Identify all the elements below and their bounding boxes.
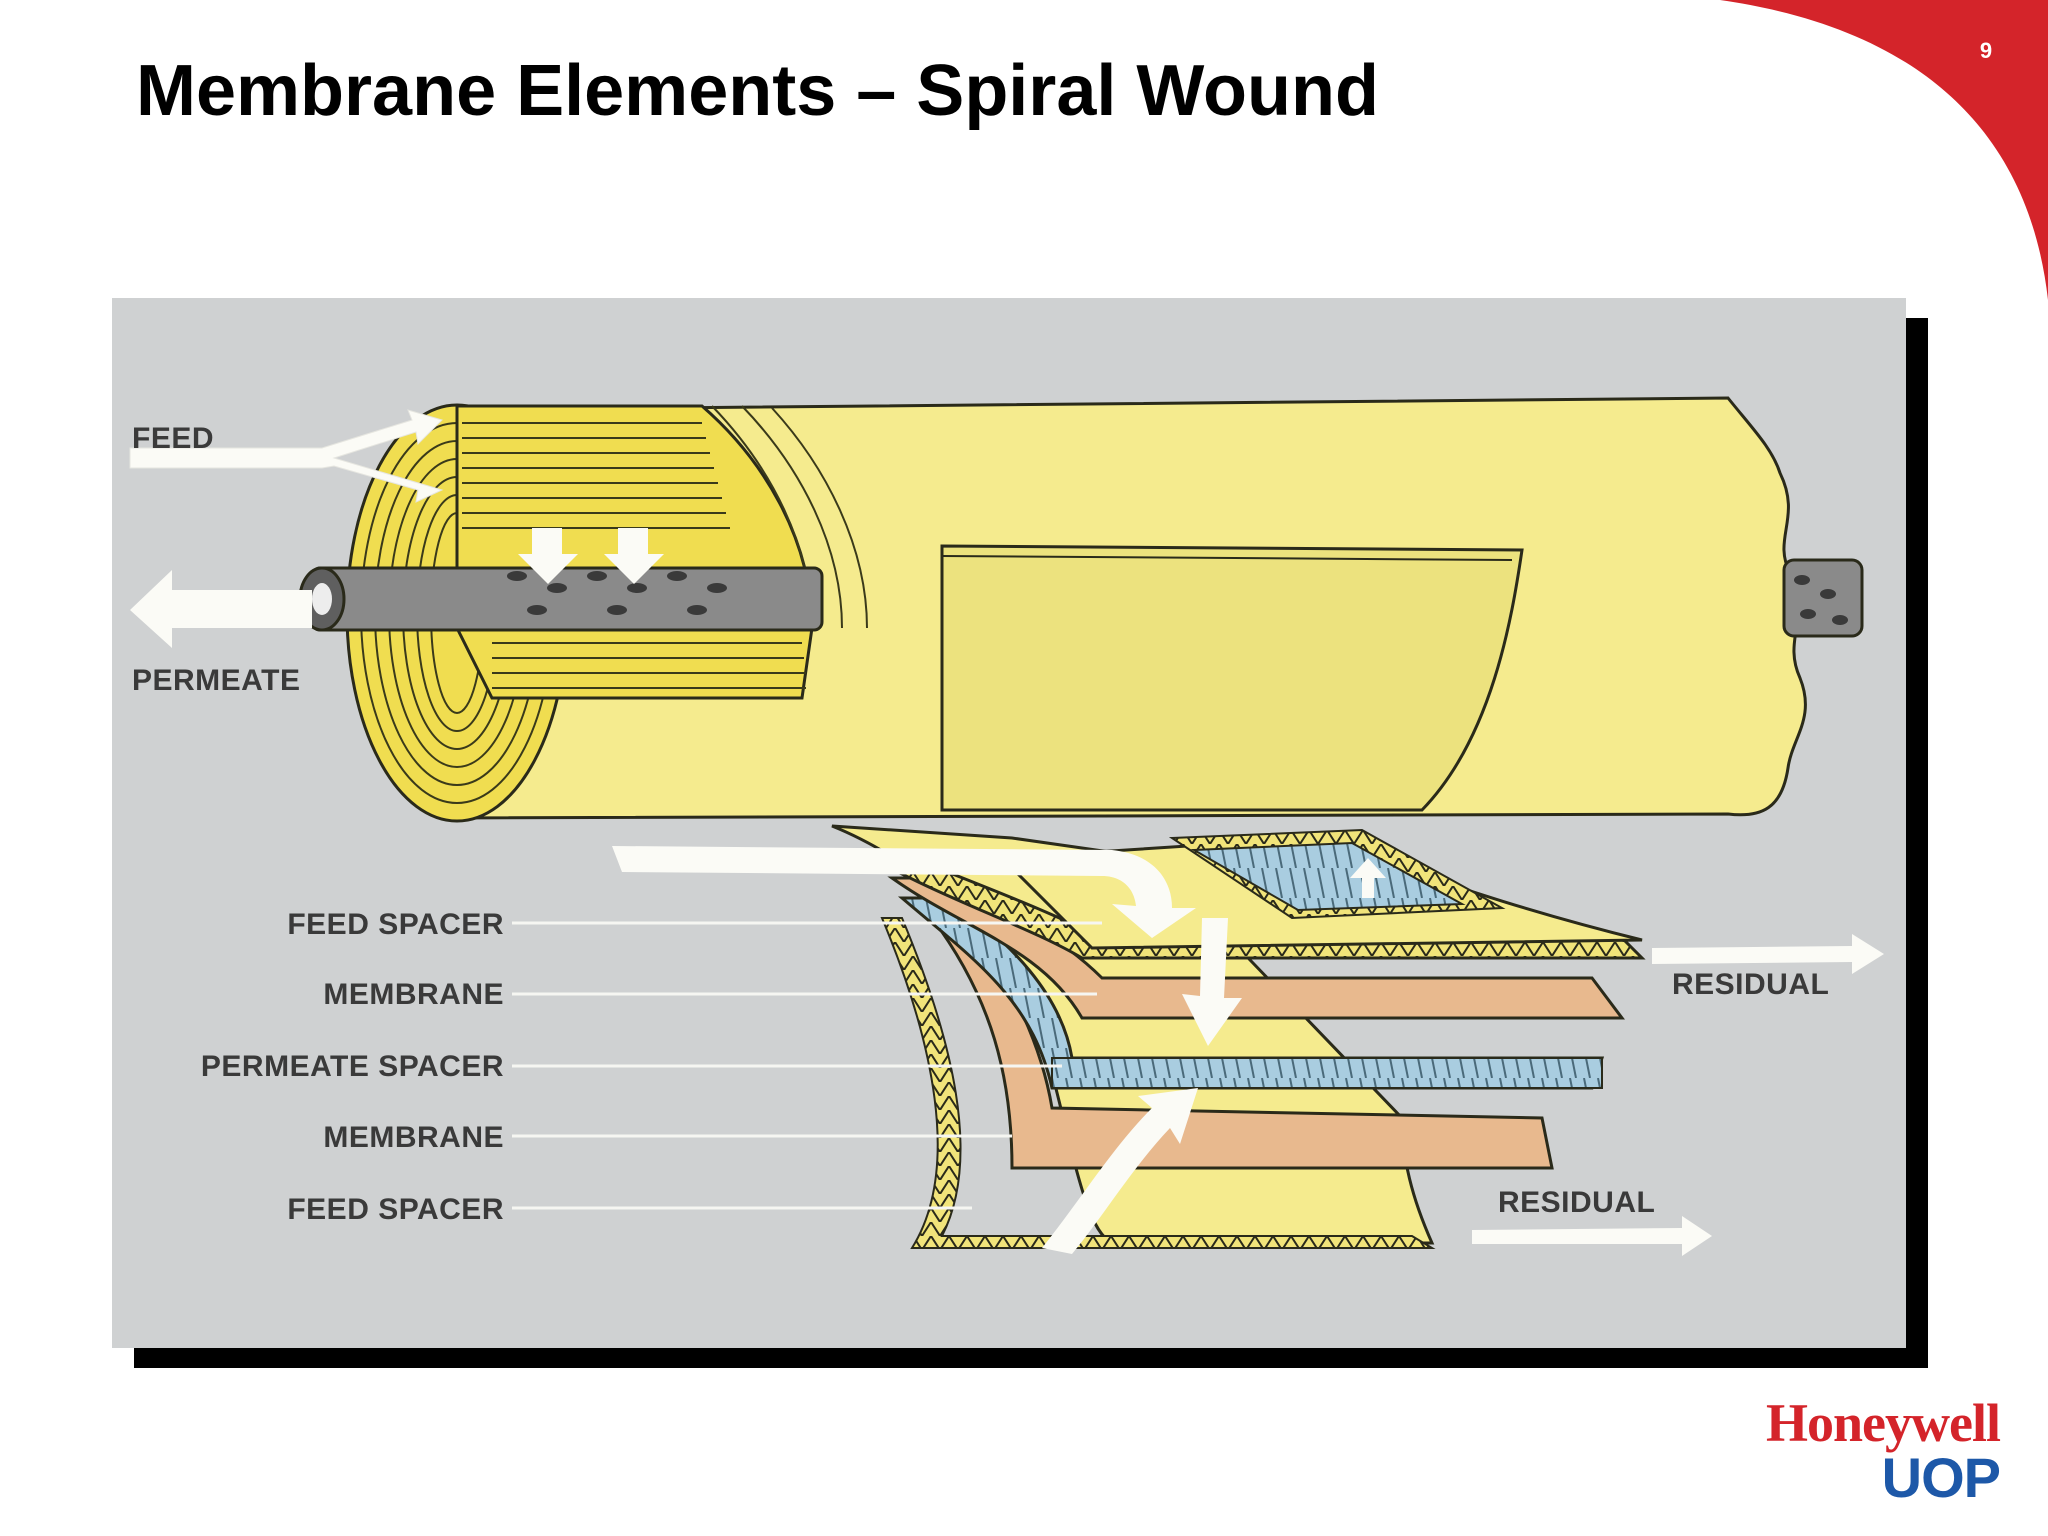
slide-title: Membrane Elements – Spiral Wound — [136, 51, 1379, 131]
feed-spacer-bottom — [880, 917, 1436, 1249]
wedge-down-arrow-2 — [604, 528, 664, 584]
logo-sub: UOP — [1881, 1446, 2001, 1509]
spiral-wound-membrane-diagram: FEED PERMEATE FEED SPACER MEMBRANE PERME… — [112, 298, 1906, 1348]
top-sheet-window — [1190, 841, 1466, 912]
label-feed: FEED — [132, 422, 214, 455]
wedge-layer-lines — [462, 422, 806, 689]
up-arrow-layers — [1042, 1088, 1198, 1254]
label-residual-bottom: RESIDUAL — [1498, 1186, 1655, 1219]
permeate-tube — [310, 566, 824, 632]
label-membrane-bottom: MEMBRANE — [323, 1121, 504, 1154]
window-up-arrow — [1350, 858, 1386, 898]
label-permeate: PERMEATE — [132, 664, 300, 697]
logo-brand: Honeywell — [1766, 1393, 2001, 1453]
residual-arrow-top — [1652, 934, 1884, 974]
label-residual-top: RESIDUAL — [1672, 968, 1829, 1001]
wedge-down-arrow-1 — [518, 528, 578, 584]
leader-lines — [512, 921, 1102, 1210]
feed-spacer-top — [866, 856, 1646, 960]
tube-holes — [507, 571, 727, 615]
label-feed-spacer-top: FEED SPACER — [287, 908, 504, 941]
honeywell-uop-logo: Honeywell UOP — [1700, 1393, 2001, 1516]
residual-arrow-bottom — [1472, 1216, 1712, 1256]
label-membrane-top: MEMBRANE — [323, 978, 504, 1011]
down-arrow-layers — [1182, 918, 1242, 1046]
permeate-arrow — [130, 570, 312, 648]
feed-arrows — [129, 409, 444, 503]
label-feed-spacer-bottom: FEED SPACER — [287, 1193, 504, 1226]
right-tube-stub — [1782, 558, 1864, 638]
page-number: 9 — [1979, 38, 1993, 63]
feed-flow-arrow — [612, 846, 1196, 938]
cylinder-window — [940, 544, 1524, 812]
label-permeate-spacer: PERMEATE SPACER — [201, 1050, 504, 1083]
